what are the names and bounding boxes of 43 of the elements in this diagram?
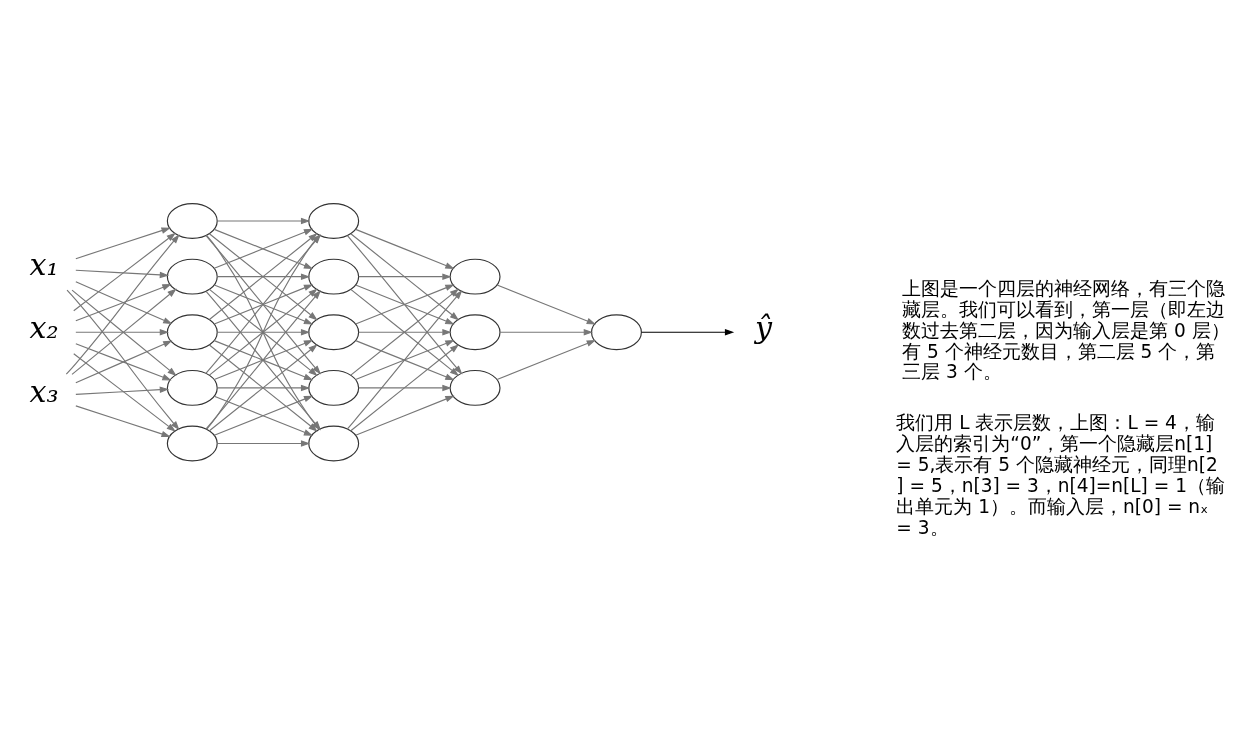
arrow — [75, 386, 170, 395]
arrow — [355, 284, 455, 325]
arrow — [346, 290, 463, 430]
arrow — [75, 269, 170, 279]
arrow — [216, 329, 311, 336]
arrow — [355, 340, 455, 381]
arrow — [216, 440, 311, 447]
arrow — [75, 329, 170, 336]
arrow — [499, 329, 593, 336]
arrow — [496, 284, 596, 325]
arrow — [213, 284, 314, 325]
arrow — [641, 329, 735, 336]
arrow — [350, 344, 460, 432]
arrow — [75, 405, 171, 438]
node-text: x₁ — [29, 246, 59, 282]
node-text: x₃ — [29, 374, 59, 410]
node-text: x₂ — [29, 310, 59, 346]
arrow — [355, 228, 455, 269]
node-circle — [590, 314, 642, 351]
arrow — [65, 234, 180, 375]
arrow — [75, 227, 171, 260]
node-text: ŷ — [754, 310, 772, 346]
arrow — [350, 233, 460, 321]
arrow — [496, 340, 596, 381]
arrow — [216, 217, 311, 225]
label: 上图是一个四层的神经网络，有三个隐藏层。我们可以看到，第一层（即左边数过去第二层，因为输入层是第 0 层）有 5 个神经元数目，第二层 5 个，第三层 3 个。 — [902, 277, 1230, 383]
node-circle — [166, 314, 218, 351]
arrow — [73, 232, 176, 312]
arrow — [213, 340, 314, 381]
arrow — [66, 289, 180, 431]
label: 我们用 L 表示层数，上图：L = 4，输入层的索引为“0”，第一个隐藏层n[1] = 5,表示有 5 个隐藏神经元，同理n[2] = 5，n[3] = 3，n[4]=n[L] = 1（输出单元为 1）。而输入层，n[0] = nₓ = 3。 — [896, 412, 1225, 538]
arrow — [73, 353, 176, 432]
arrow — [216, 273, 311, 280]
arrow — [216, 384, 311, 392]
arrow — [358, 384, 452, 392]
arrow — [358, 273, 452, 280]
arrow — [213, 228, 314, 269]
arrow — [213, 395, 314, 436]
arrow — [346, 235, 463, 375]
arrow — [355, 395, 455, 436]
arrow — [208, 344, 318, 432]
node-circle — [308, 203, 360, 239]
arrow — [358, 329, 452, 336]
